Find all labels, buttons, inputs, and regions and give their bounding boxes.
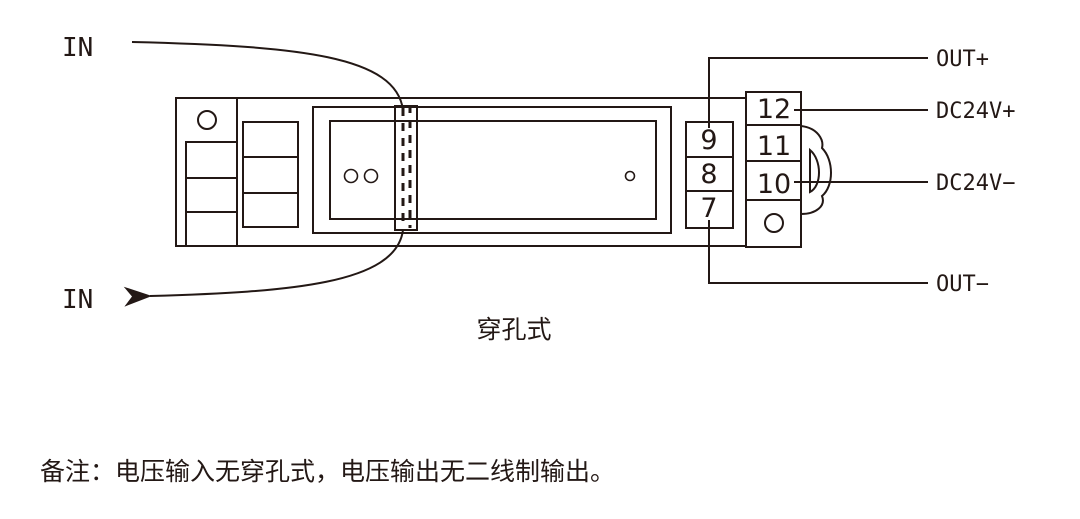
terminal-7-label: 7 xyxy=(700,193,717,224)
terminal-block-power: 12 11 10 xyxy=(745,91,832,248)
signal-leads xyxy=(708,57,928,284)
display-window-inner xyxy=(329,120,657,220)
terminal-10-label: 10 xyxy=(757,169,791,200)
panel-button-2 xyxy=(242,156,299,194)
input-top-label: IN xyxy=(62,33,93,63)
side-clip-inner xyxy=(809,147,820,194)
terminal-12-label: 12 xyxy=(757,94,791,125)
indicator-led-2 xyxy=(363,168,379,184)
out-plus-label: OUT+ xyxy=(936,47,989,72)
mounting-hole-left xyxy=(197,110,217,130)
terminal-block-output: 9 8 7 xyxy=(685,121,734,229)
out-plus-lead xyxy=(708,57,928,128)
input-bottom-label: IN xyxy=(62,285,93,315)
display-window-outer xyxy=(312,106,672,234)
module-body xyxy=(175,97,747,247)
dc24v-plus-label: DC24V+ xyxy=(936,99,1015,124)
panel-button-3 xyxy=(242,192,299,228)
out-minus-label: OUT− xyxy=(936,272,989,297)
terminal-9-label: 9 xyxy=(700,125,717,156)
out-minus-lead xyxy=(708,220,928,284)
dc24v-minus-label: DC24V− xyxy=(936,171,1015,196)
terminal-block-power-frame xyxy=(745,91,802,248)
input-conductor-bottom-arrow xyxy=(123,229,404,307)
clip-block-3 xyxy=(185,211,238,247)
diagram-caption: 穿孔式 xyxy=(476,315,551,344)
clip-block-1 xyxy=(185,141,238,179)
side-clip-outer xyxy=(800,125,832,215)
through-hole-aperture xyxy=(394,105,418,231)
indicator-led-1 xyxy=(343,168,359,184)
terminal-8-label: 8 xyxy=(700,159,717,190)
mounting-hole-right xyxy=(764,213,784,233)
panel-button-1 xyxy=(242,121,299,158)
clip-block-2 xyxy=(185,177,238,213)
terminal-11-label: 11 xyxy=(757,131,791,162)
input-conductor xyxy=(123,41,404,307)
indicator-led-3 xyxy=(624,170,636,182)
input-conductor-top xyxy=(131,41,404,111)
footnote: 备注：电压输入无穿孔式，电压输出无二线制输出。 xyxy=(40,457,616,486)
